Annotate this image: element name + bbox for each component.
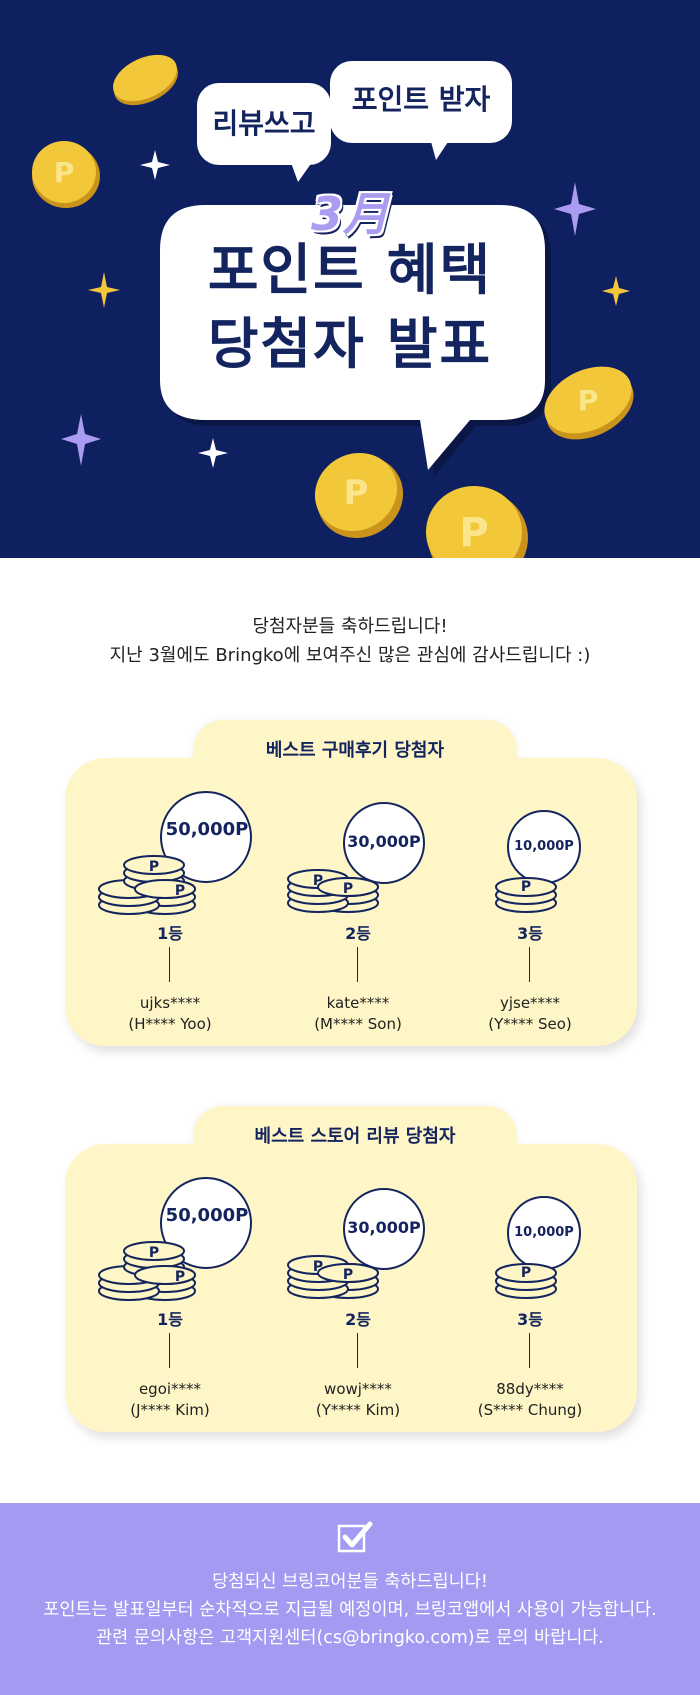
- prize-amount: 30,000P: [347, 832, 421, 851]
- coin-stack-icon: P P: [287, 1188, 425, 1299]
- intro-line-1: 당첨자분들 축하드립니다!: [252, 616, 448, 637]
- winner-id: egoi****: [138, 1380, 202, 1398]
- sparkle-icon: [61, 182, 596, 466]
- footer-line-2: 포인트는 발표일부터 순차적으로 지급될 예정이며, 브링코앱에서 사용이 가능…: [43, 1600, 657, 1620]
- divider-line: [357, 1333, 358, 1368]
- coin-stack-icon: P P: [98, 1177, 252, 1301]
- winner-section-purchase-review: 베스트 구매후기 당첨자 P P 50,000P 1등 ujks****: [0, 720, 700, 1060]
- svg-text:P: P: [343, 1267, 353, 1283]
- winner-info: ujks**** (H**** Yoo): [80, 993, 260, 1035]
- rank-label: 1등: [157, 924, 183, 943]
- winner-id: 88dy****: [496, 1380, 564, 1398]
- svg-text:P: P: [578, 384, 599, 417]
- coin-stack-icon: P P: [287, 802, 425, 913]
- coin-icon: P: [32, 141, 100, 208]
- coin-stack-icon: P: [495, 1196, 581, 1299]
- speech-bubble-points: 포인트 받자: [330, 61, 512, 143]
- coin-stack-icon: P: [495, 810, 581, 913]
- divider-line: [357, 947, 358, 982]
- coin-icon: P: [426, 486, 528, 558]
- svg-text:P: P: [313, 873, 323, 889]
- winner-card-second: P P 30,000P 2등 wowj**** (Y**** Kim): [268, 1161, 448, 1431]
- rank-label: 3등: [517, 1310, 543, 1329]
- coin-icon: [113, 54, 178, 106]
- svg-text:P: P: [343, 881, 353, 897]
- prize-amount: 30,000P: [347, 1218, 421, 1237]
- month-label: 3月: [310, 187, 389, 241]
- winner-info: egoi**** (J**** Kim): [80, 1379, 260, 1421]
- section-title: 베스트 스토어 리뷰 당첨자: [254, 1126, 456, 1147]
- footer-notice: 당첨되신 브링코어분들 축하드립니다! 포인트는 발표일부터 순차적으로 지급될…: [0, 1503, 700, 1695]
- rank-label: 1등: [157, 1310, 183, 1329]
- footer-line-1: 당첨되신 브링코어분들 축하드립니다!: [212, 1572, 488, 1592]
- prize-amount: 10,000P: [514, 1225, 574, 1240]
- winner-name: (J**** Kim): [130, 1401, 210, 1419]
- winner-card-third: P 10,000P 3등 yjse**** (Y**** Seo): [440, 775, 620, 1045]
- winner-info: 88dy**** (S**** Chung): [440, 1379, 620, 1421]
- coin-icon: P: [544, 366, 634, 440]
- winner-name: (Y**** Kim): [315, 1401, 401, 1419]
- winner-id: ujks****: [139, 994, 201, 1012]
- sparkle-icon: [140, 150, 228, 468]
- svg-text:P: P: [313, 1259, 323, 1275]
- rank-label: 2등: [345, 1310, 371, 1329]
- title-line-1: 포인트 혜택: [207, 238, 493, 302]
- coin-icon: P: [314, 452, 404, 539]
- winner-name: (H**** Yoo): [128, 1015, 212, 1033]
- svg-text:P: P: [521, 879, 531, 895]
- winner-info: kate**** (M**** Son): [268, 993, 448, 1035]
- rank-label: 2등: [345, 924, 371, 943]
- divider-line: [169, 1333, 170, 1368]
- winner-info: yjse**** (Y**** Seo): [440, 993, 620, 1035]
- svg-text:P: P: [521, 1265, 531, 1281]
- winner-card-third: P 10,000P 3등 88dy**** (S**** Chung): [440, 1161, 620, 1431]
- checkbox-icon: [337, 1521, 373, 1553]
- footer-text: 당첨되신 브링코어분들 축하드립니다! 포인트는 발표일부터 순차적으로 지급될…: [0, 1568, 700, 1652]
- title-line-2: 당첨자 발표: [207, 312, 493, 376]
- prize-amount: 50,000P: [165, 1205, 249, 1226]
- winner-id: wowj****: [324, 1380, 392, 1398]
- winner-name: (S**** Chung): [477, 1401, 583, 1419]
- svg-text:P: P: [149, 1245, 159, 1261]
- svg-text:P: P: [175, 1269, 185, 1285]
- intro-message: 당첨자분들 축하드립니다! 지난 3월에도 Bringko에 보여주신 많은 관…: [0, 612, 700, 670]
- divider-line: [169, 947, 170, 982]
- winner-card-second: P P 30,000P 2등 kate**** (M**** Son): [268, 775, 448, 1045]
- divider-line: [529, 947, 530, 982]
- hero-banner: P P P P 리뷰쓰고 포인트 받자: [0, 0, 700, 558]
- winner-id: kate****: [326, 994, 390, 1012]
- sparkle-icon: [88, 272, 630, 308]
- prize-amount: 50,000P: [165, 819, 249, 840]
- footer-line-3: 관련 문의사항은 고객지원센터(cs@bringko.com)로 문의 바랍니다…: [96, 1628, 604, 1648]
- svg-text:P: P: [175, 883, 185, 899]
- speech-bubble-review: 리뷰쓰고: [197, 83, 331, 165]
- rank-label: 3등: [517, 924, 543, 943]
- divider-line: [529, 1333, 530, 1368]
- winner-name: (Y**** Seo): [488, 1015, 572, 1033]
- intro-line-2: 지난 3월에도 Bringko에 보여주신 많은 관심에 감사드립니다 :): [109, 645, 591, 666]
- winner-info: wowj**** (Y**** Kim): [268, 1379, 448, 1421]
- winner-section-store-review: 베스트 스토어 리뷰 당첨자 P P 50,000P 1등 egoi**: [0, 1106, 700, 1446]
- coin-stack-icon: P P: [98, 791, 252, 915]
- page-title: 포인트 혜택 당첨자 발표: [165, 233, 535, 381]
- winner-name: (M**** Son): [314, 1015, 402, 1033]
- winner-card-first: P P 50,000P 1등 egoi**** (J**** Kim): [80, 1161, 260, 1431]
- hero-decoration: P P P P: [32, 54, 634, 558]
- svg-text:P: P: [54, 156, 75, 189]
- winner-card-first: P P 50,000P 1등 ujks**** (H**** Yoo): [80, 775, 260, 1045]
- svg-text:P: P: [459, 510, 488, 556]
- prize-amount: 10,000P: [514, 839, 574, 854]
- winner-id: yjse****: [499, 994, 561, 1012]
- svg-text:P: P: [344, 473, 369, 513]
- section-title: 베스트 구매후기 당첨자: [265, 740, 445, 761]
- svg-text:P: P: [149, 859, 159, 875]
